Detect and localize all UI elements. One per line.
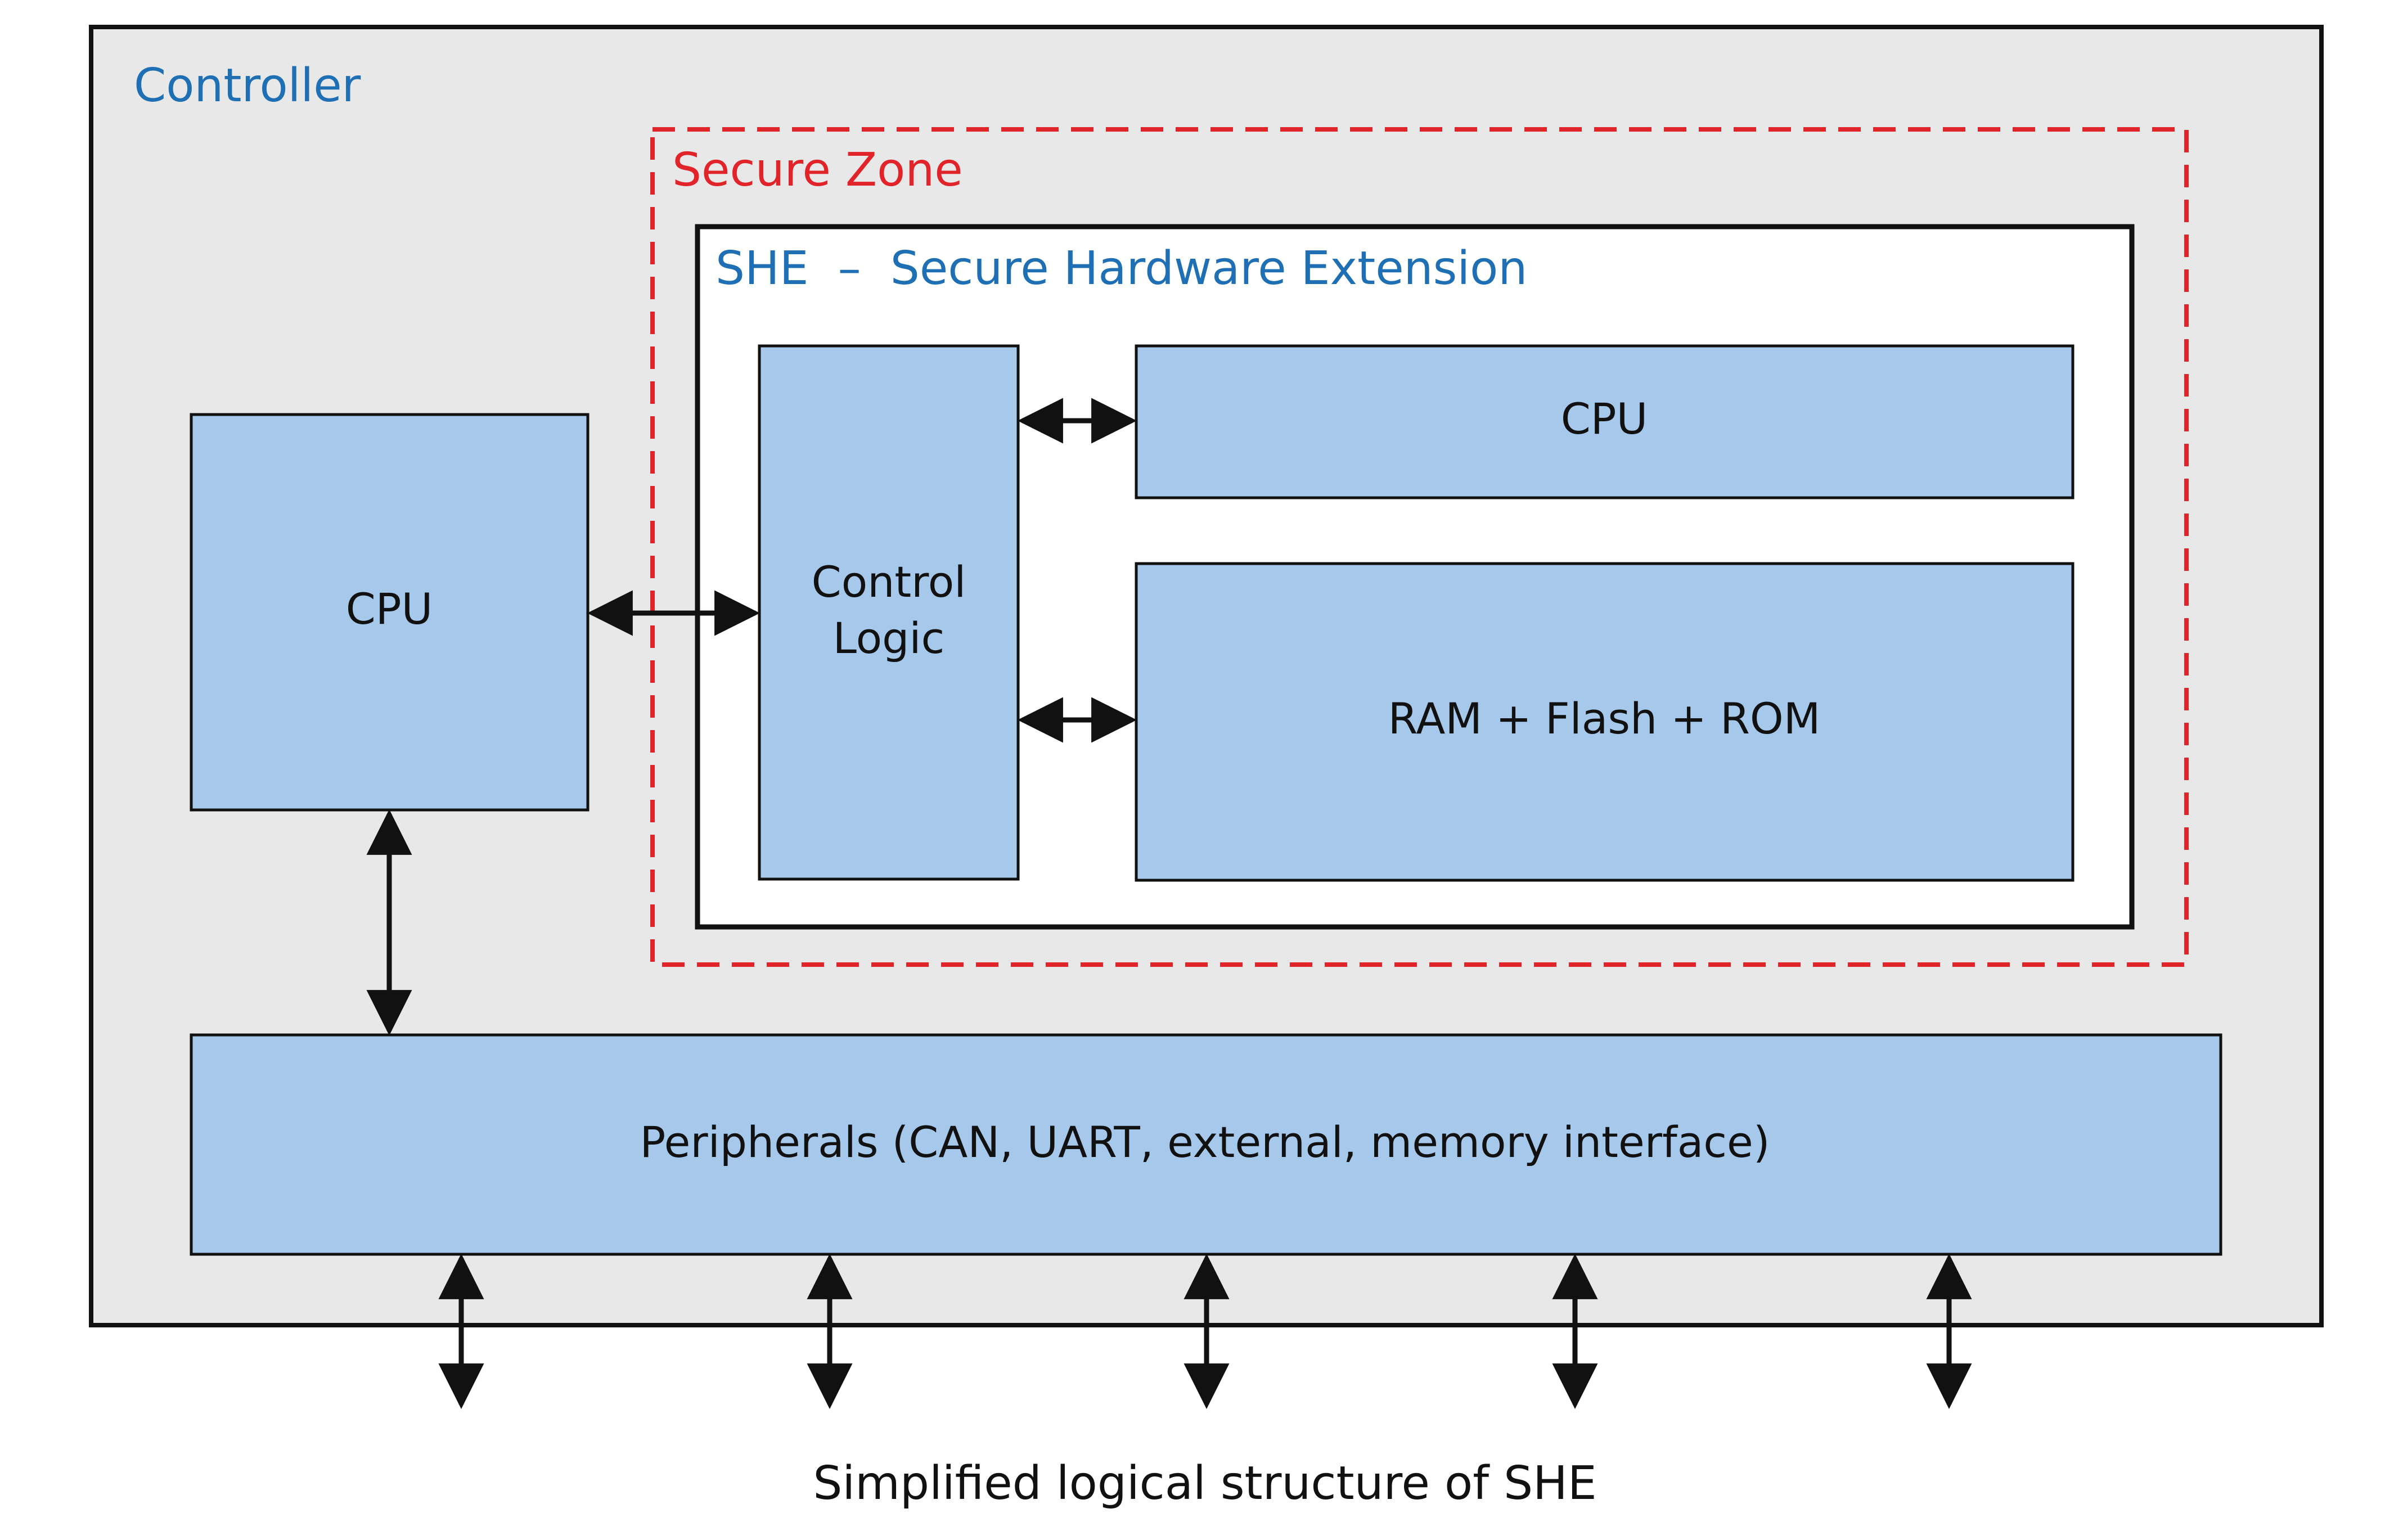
she-cpu-block bbox=[1135, 344, 2074, 499]
she-title: SHE – Secure Hardware Extension bbox=[716, 242, 1527, 295]
control-logic-block bbox=[758, 344, 1020, 881]
memory-block bbox=[1135, 562, 2074, 882]
diagram-caption: Simplified logical structure of SHE bbox=[813, 1457, 1596, 1510]
connection-arrows bbox=[366, 398, 1972, 1410]
controller-label: Controller bbox=[134, 59, 361, 112]
peripherals-label: Peripherals (CAN, UART, external, memory… bbox=[640, 1117, 1770, 1167]
control-logic-label-line2: Logic bbox=[833, 613, 945, 663]
main-cpu-block bbox=[190, 413, 590, 812]
main-cpu-label: CPU bbox=[346, 584, 433, 634]
she-cpu-label: CPU bbox=[1561, 394, 1648, 444]
memory-label: RAM + Flash + ROM bbox=[1388, 694, 1821, 744]
control-logic-label-line1: Control bbox=[812, 557, 966, 607]
secure-zone-label: Secure Zone bbox=[672, 143, 963, 197]
